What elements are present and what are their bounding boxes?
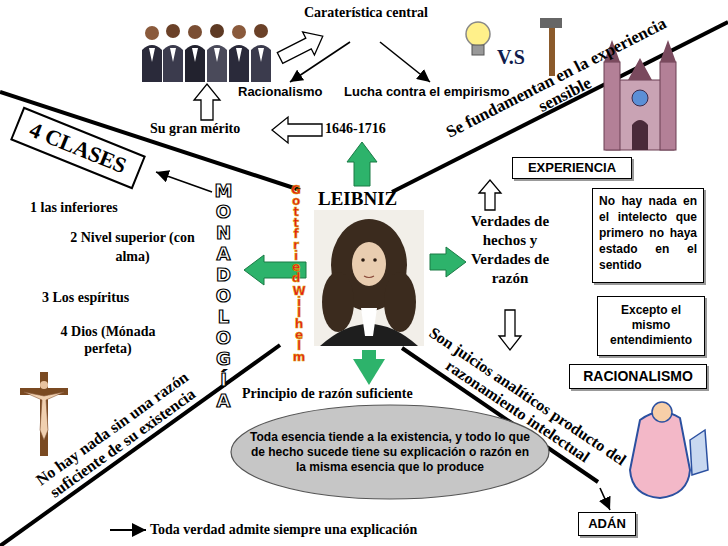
cathedral-tower [660, 62, 676, 150]
adam-illustration [630, 402, 708, 498]
figure-head [652, 402, 672, 422]
quote-box: No hay nada en el intelecto que primero … [592, 188, 704, 283]
figure-body [24, 392, 64, 440]
vertical-name: Gottfried [289, 183, 303, 282]
figure-head [210, 24, 224, 38]
node-text: Excepto el mismo entendimiento [602, 303, 700, 348]
green-connector-arrow [362, 350, 376, 359]
topic-heading: Caraterística central [300, 4, 432, 21]
figure-body [630, 412, 690, 498]
figure-head [145, 26, 159, 40]
branch-label: Su gran mérito [150, 120, 240, 137]
light-bulb-icon [466, 22, 490, 55]
class-item: 2 Nivel superior (con alma) [70, 228, 195, 266]
versus-mark: V.S [497, 46, 525, 68]
portrait-cravat [361, 308, 377, 336]
rose-window [632, 90, 648, 106]
portrait-face [352, 242, 386, 286]
node-text: ADÁN [579, 513, 635, 535]
ellipse-text: Toda esencia tiende a la existencia, y t… [245, 430, 535, 475]
ellipse-outline [231, 405, 549, 499]
figure-arm [690, 430, 708, 475]
businessmen-illustration [142, 24, 271, 82]
figure-head [188, 25, 202, 39]
figure-shirt [149, 48, 264, 62]
portrait-wig [384, 272, 416, 332]
portrait-node: LEIBNIZ [310, 188, 428, 350]
class-item: 1 las inferiores [30, 199, 118, 216]
hammer-head [540, 18, 562, 28]
portrait-background [314, 210, 424, 346]
vertical-name: Wilhelm [292, 284, 306, 361]
truths-label: Verdades de hechos y Verdades de razón [466, 212, 554, 288]
figure-head [232, 25, 246, 39]
pointer-arrow [156, 172, 212, 192]
node-text: RACIONALISMO [570, 365, 706, 388]
block-arrow [194, 84, 220, 120]
crucifix-illustration [20, 372, 68, 456]
concept-box: EXPERIENCIA [512, 157, 632, 179]
quote-box: Excepto el mismo entendimiento [597, 296, 705, 356]
node-text: No hay nada en el intelecto que primero … [599, 193, 697, 273]
branch-label: Racionalismo [238, 84, 323, 100]
portrait-heading: LEIBNIZ [310, 188, 428, 210]
ellipse-body: Toda esencia tiende a la existencia, y t… [228, 403, 552, 501]
node-text: EXPERIENCIA [513, 158, 631, 178]
class-box: 4 CLASES [10, 107, 146, 190]
pointer-arrow [290, 42, 350, 82]
node-text: 4 CLASES [13, 109, 144, 187]
cross-beam [20, 388, 68, 395]
class-item: 3 Los espíritus [42, 289, 129, 306]
vertical-title: MONADOLOGÍA [212, 180, 234, 411]
figure-head [40, 381, 48, 389]
portrait-mouth [364, 276, 374, 278]
cathedral-door [632, 120, 648, 150]
portrait-eye [361, 258, 365, 262]
portrait-wig [322, 272, 354, 332]
block-arrow [274, 25, 329, 70]
portrait-image [314, 210, 424, 346]
date-label: 1646-1716 [325, 120, 386, 137]
pointer-arrow [600, 488, 610, 510]
bulb-base [472, 45, 484, 55]
green-arrow [430, 247, 466, 277]
note-text: Toda verdad admite siempre una explicaci… [150, 521, 417, 538]
block-arrow [499, 310, 521, 350]
portrait-eye [373, 258, 377, 262]
concept-box: ADÁN [578, 512, 636, 536]
concept-box: RACIONALISMO [569, 364, 707, 389]
green-arrow [347, 142, 377, 186]
branch-label: Lucha contra el empirismo [344, 84, 509, 100]
bulb-glass [466, 22, 490, 46]
line-caption: No hay nada sin una razón suficiente de … [20, 359, 216, 514]
pointer-arrow [380, 42, 430, 82]
figure-head [166, 24, 180, 38]
pointer-arrow [110, 529, 146, 531]
block-arrow [272, 117, 322, 143]
block-arrow [479, 180, 501, 210]
figure-head [254, 24, 268, 38]
class-item: 4 Dios (Mónada perfeta) [38, 323, 178, 357]
divider-line [0, 92, 300, 190]
